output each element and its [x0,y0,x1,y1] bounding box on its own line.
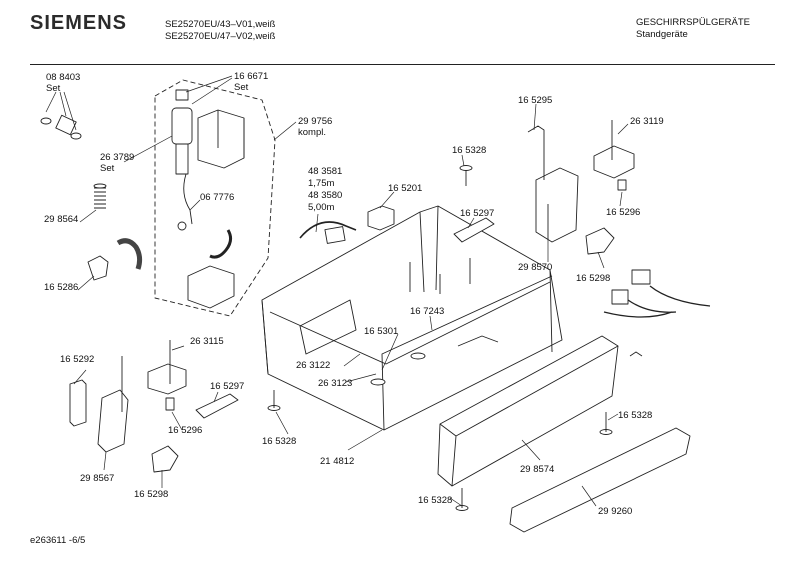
screw-part-bottom [455,488,469,511]
screw-part-right [599,412,613,435]
front-toe-panel [437,335,619,487]
clip-part-5296-left [165,397,175,411]
callout-c23: 16 5297 [210,381,244,392]
cable-part [299,221,357,239]
callout-c14: 16 5296 [606,207,640,218]
clip-set-part [40,114,82,140]
wiring-harness-right [603,269,711,318]
callout-c28: 21 4812 [320,456,354,467]
callout-c30: 29 8574 [520,464,554,475]
spring-part [93,183,107,209]
callout-c21: 16 5292 [60,354,94,365]
callout-c5: 06 7776 [200,192,234,203]
bottom-trim-part [509,427,691,533]
clip-part-5286 [87,255,109,281]
callout-c22: 26 3115 [190,336,224,347]
callout-c17: 16 7243 [410,306,444,317]
callout-c19: 26 3122 [296,360,330,371]
category-info: GESCHIRRSPÜLGERÄTE Standgeräte [636,17,750,41]
callout-c10: 16 5201 [388,183,422,194]
small-screw-part [629,351,643,357]
bracket-part-left [97,356,129,453]
callout-c25: 29 8567 [80,473,114,484]
bracket-part-3115 [147,340,187,395]
callout-c31: 16 5328 [418,495,452,506]
hose-part [116,238,143,270]
valve-assembly [171,89,245,309]
bracket-part-3119 [593,120,635,179]
callout-c12: 16 5295 [518,95,552,106]
clip-part-5292 [69,379,87,427]
cable-connector [324,226,346,244]
callout-c18: 16 5301 [364,326,398,337]
lock-part-right [585,227,615,255]
screw-part-top [459,165,473,186]
screw-part-left [267,390,281,411]
category-line-2: Standgeräte [636,29,688,40]
model-info: SE25270EU/43–V01,weiß SE25270EU/47–V02,w… [165,19,275,43]
clip-part-5296-right [617,179,627,191]
callout-c9: 16 5328 [452,145,486,156]
callout-c15: 29 8570 [518,262,552,273]
category-line-1: GESCHIRRSPÜLGERÄTE [636,17,751,28]
callout-c11: 16 5297 [460,208,494,219]
connector-part-5201 [367,205,395,231]
callout-c32: 29 9260 [598,506,632,517]
base-tub [261,205,563,431]
bracket-part-right [527,125,579,243]
brand-logo: SIEMENS [30,12,128,34]
callout-c16: 16 5298 [576,273,610,284]
latch-part-left [195,393,239,419]
callout-c24: 16 5296 [168,425,202,436]
callout-c7: 16 5286 [44,282,78,293]
lock-part-left [151,445,179,473]
model-line-2: SE25270EU/47–V02,weiß [165,31,276,42]
callout-c20: 26 3123 [318,378,352,389]
model-line-1: SE25270EU/43–V01,weiß [165,19,276,30]
header-divider [30,64,775,65]
document-code: e263611 -6/5 [30,535,86,546]
callout-c6: 29 8564 [44,214,78,225]
callout-c27: 16 5328 [262,436,296,447]
latch-part-right [453,217,495,243]
callout-c29: 16 5328 [618,410,652,421]
callout-c13: 26 3119 [630,116,664,127]
leader-lines [45,75,629,507]
callout-c26: 16 5298 [134,489,168,500]
